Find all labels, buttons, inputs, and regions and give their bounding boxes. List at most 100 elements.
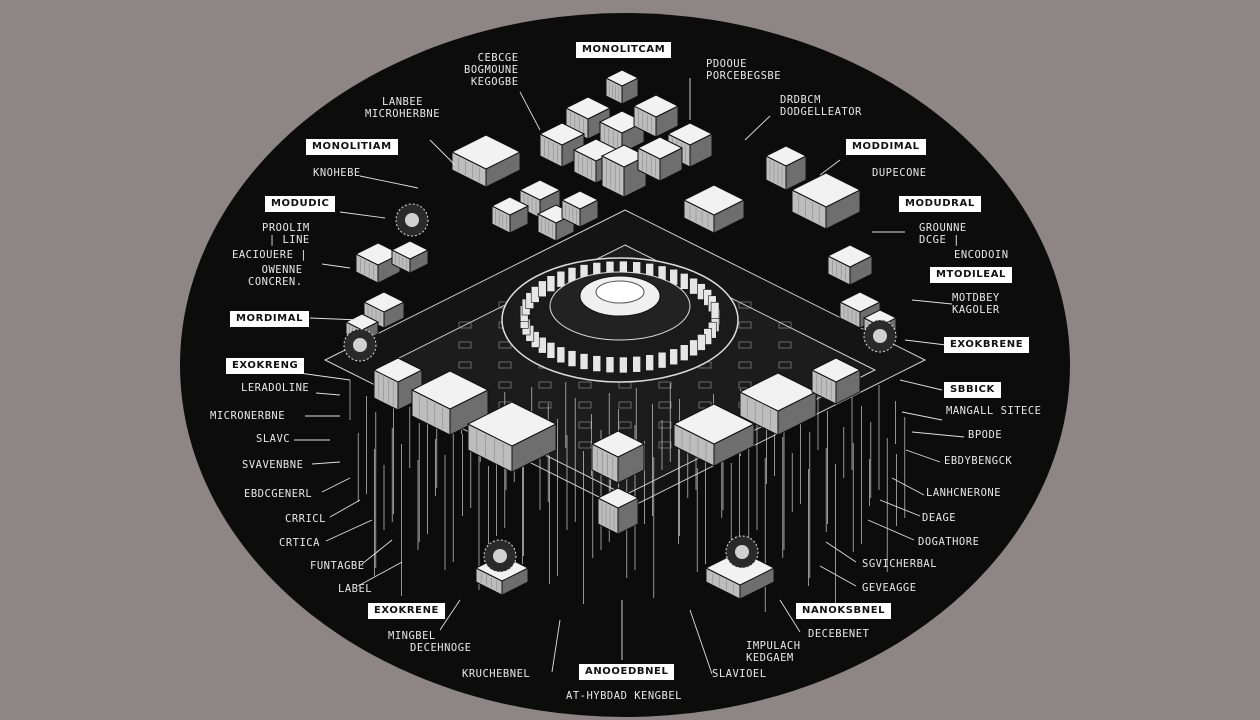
leader-line (551, 619, 561, 673)
gear-chip-core (873, 329, 887, 343)
circuit-chip (698, 381, 712, 389)
circuit-chip (498, 381, 512, 389)
label-knohebe: KNOHEBE (313, 167, 361, 179)
block-top (738, 372, 818, 412)
circuit-chip (498, 341, 512, 349)
label-motdbey: MOTDBEY KAGOLER (952, 292, 1000, 316)
boxed-label-mtodileal: MTODILEAL (930, 267, 1013, 283)
ring-tooth (710, 302, 720, 319)
label-eacioueere: EACIOUERE | (232, 249, 308, 261)
ring-tooth (657, 351, 667, 369)
ring-tooth (619, 356, 628, 374)
circuit-chip (778, 361, 792, 369)
circuit-chip (658, 441, 672, 449)
block-top (682, 184, 746, 216)
ring-tooth (689, 277, 698, 295)
label-decehnoge: DECEHNOGE (410, 642, 472, 654)
leader-lines (291, 78, 965, 675)
leader-line (325, 519, 373, 542)
circuit-chip (738, 301, 752, 309)
block-top (666, 122, 714, 146)
circuit-chip (458, 341, 472, 349)
label-sgvicherbal: SGVICHERBAL (862, 558, 938, 570)
block-top (764, 145, 808, 167)
block-top (490, 196, 530, 216)
boxed-label-exokrene-bottom: EXOKRENE (368, 603, 445, 619)
circuit-chip (538, 401, 552, 409)
label-decebenet: DECEBENET (808, 628, 870, 640)
label-kruchebnel: KRUCHEBNEL (462, 668, 531, 680)
gear-chip-core (405, 213, 419, 227)
circuit-chip (618, 401, 632, 409)
leader-line (321, 477, 351, 493)
label-dogathore: DOGATHORE (918, 536, 980, 548)
label-grounne: GROUNNE DCGE | (919, 222, 967, 246)
label-lanbee-microherbne: LANBEE MICROHERBNE (365, 96, 441, 120)
label-crricl: CRRICL (285, 513, 326, 525)
leader-line (905, 449, 941, 463)
circuit-chip (498, 361, 512, 369)
leader-line (825, 541, 857, 563)
label-funtagbe: FUNTAGBE (310, 560, 365, 572)
boxed-label-monolitcam-top: MONOLITCAM (576, 42, 672, 58)
boxed-label-moddimal: MODDIMAL (846, 139, 926, 155)
leader-line (911, 431, 965, 438)
block-top (604, 69, 640, 87)
leader-line (689, 609, 713, 675)
block-top (390, 240, 430, 260)
circuit-chip (778, 341, 792, 349)
ring-tooth (556, 346, 566, 364)
label-bpode: BPODE (968, 429, 1003, 441)
circuit-chip (738, 341, 752, 349)
label-mingbel: MINGBEL (388, 630, 436, 642)
leader-line (899, 379, 943, 391)
boxed-label-exokreng: EXOKRENG (226, 358, 305, 374)
leader-line (911, 299, 953, 305)
boxed-label-nanoksbnel: NANOKSBNEL (796, 603, 892, 619)
label-proolim: PROOLIM | LINE (262, 222, 310, 246)
label-slavioel: SLAVIOEL (712, 668, 767, 680)
ring-tooth (592, 355, 602, 372)
leader-line (329, 499, 361, 518)
block-top (410, 370, 490, 410)
block-top (790, 172, 862, 208)
ring-tooth (538, 280, 547, 298)
leader-line (315, 392, 341, 396)
circuit-chip (738, 361, 752, 369)
block-top (826, 244, 874, 268)
leader-line (901, 411, 943, 421)
ring-tooth (605, 356, 615, 374)
label-drdbcm: DRDBCM DODGELLEATOR (780, 94, 862, 118)
leader-line (429, 139, 456, 166)
block-top (466, 401, 558, 447)
circuit-chip (538, 381, 552, 389)
circuit-chip (458, 321, 472, 329)
central-hub-cap (595, 280, 645, 304)
circuit-chip (458, 361, 472, 369)
ring-tooth (679, 273, 689, 290)
ring-tooth (679, 344, 689, 361)
block-top (590, 430, 646, 458)
ring-tooth (556, 270, 566, 288)
circuit-chip (738, 321, 752, 329)
leader-line (744, 115, 771, 141)
label-cebcge-bogmoune: CEBCGE BOGMOUNE KEGOGBE (464, 52, 519, 88)
leader-line (879, 499, 921, 517)
leader-line (339, 211, 386, 219)
boxed-label-monolitiam: MONOLITIAM (306, 139, 398, 155)
block-top (596, 487, 640, 509)
boxed-label-exokbrene: EXOKBRENE (944, 337, 1030, 353)
gear-chip-core (353, 338, 367, 352)
leader-line (867, 519, 915, 541)
leader-line (359, 175, 419, 189)
label-encodoin: ENCODOIN (954, 249, 1009, 261)
boxed-label-modudic: MODUDIC (265, 196, 336, 212)
block-top (636, 136, 684, 160)
label-slavc: SLAVC (256, 433, 291, 445)
label-crtica: CRTICA (279, 537, 320, 549)
ring-tooth (697, 334, 706, 351)
label-deage: DEAGE (922, 512, 957, 524)
label-micronerbne: MICRONERBNE (210, 410, 286, 422)
circuit-chip (578, 381, 592, 389)
